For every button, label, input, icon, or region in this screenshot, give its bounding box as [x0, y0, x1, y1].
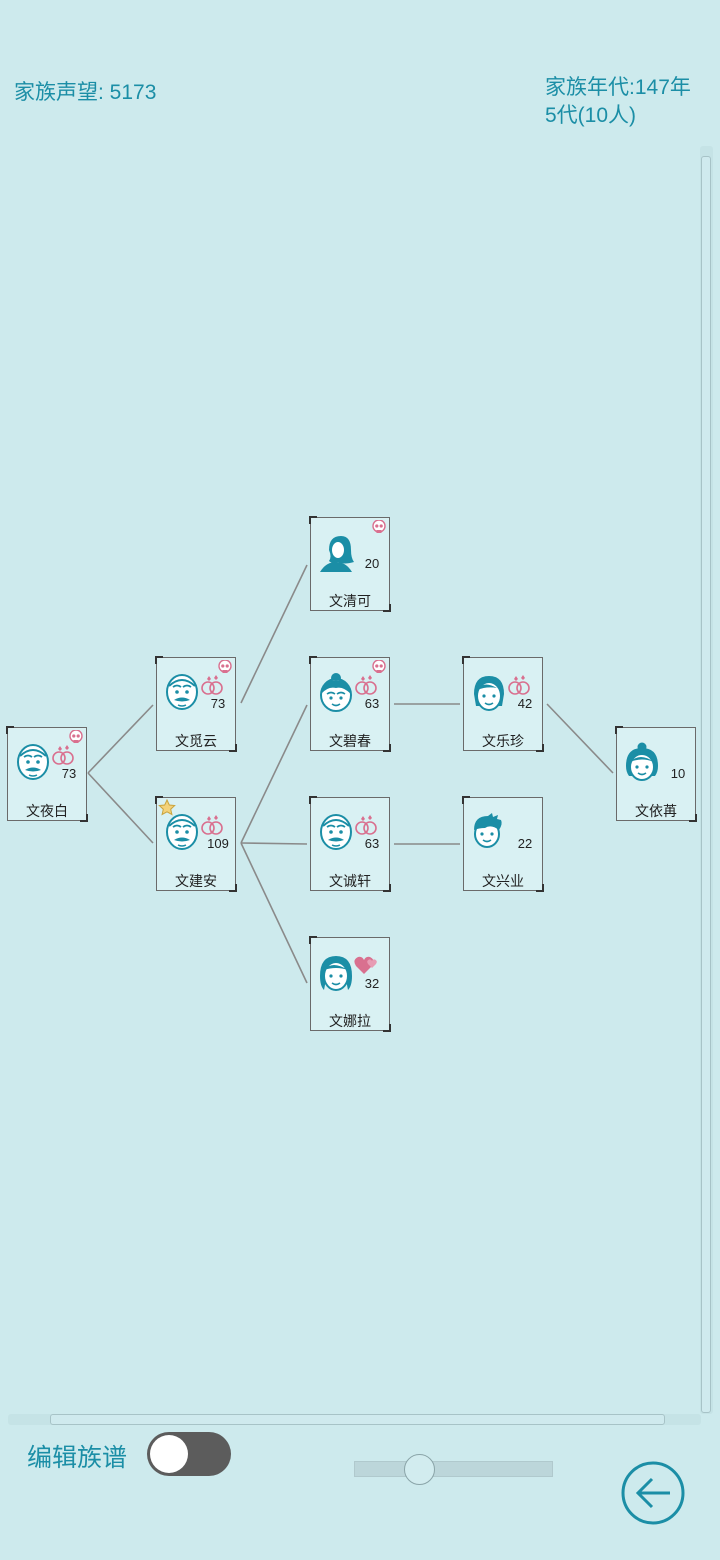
- member-name: 文夜白: [26, 803, 68, 819]
- family-reputation: 家族声望: 5173: [14, 81, 157, 104]
- member-name: 文清可: [329, 593, 371, 609]
- connector-line: [240, 842, 308, 845]
- member-age: 63: [364, 836, 380, 851]
- member-card-m9[interactable]: 22 文兴业: [462, 796, 544, 892]
- member-age: 32: [364, 976, 380, 991]
- wedding-rings-icon: [200, 814, 224, 836]
- skull-icon: [69, 729, 83, 744]
- member-name: 文乐珍: [482, 733, 524, 749]
- member-card-m1[interactable]: 73 文夜白: [6, 726, 88, 822]
- connector-line: [240, 704, 308, 844]
- toggle-knob: [150, 1435, 188, 1473]
- member-age: 42: [517, 696, 533, 711]
- member-name: 文娜拉: [329, 1013, 371, 1029]
- member-card-m7[interactable]: 32 文娜拉: [309, 936, 391, 1032]
- member-card-m2[interactable]: 73 文觅云: [155, 656, 237, 752]
- member-card-m8[interactable]: 42 文乐珍: [462, 656, 544, 752]
- connector-line: [546, 703, 614, 774]
- young-woman-icon: [317, 952, 355, 994]
- member-card-m5[interactable]: 63 文碧春: [309, 656, 391, 752]
- member-name: 文觅云: [175, 733, 217, 749]
- woman-silhouette-icon: [317, 532, 355, 574]
- wedding-rings-icon: [354, 814, 378, 836]
- horizontal-scrollbar-thumb[interactable]: [50, 1414, 665, 1425]
- star-icon: [158, 798, 176, 817]
- hearts-icon: [354, 954, 378, 976]
- member-card-m6[interactable]: 63 文诚轩: [309, 796, 391, 892]
- wedding-rings-icon: [507, 674, 531, 696]
- member-age: 73: [61, 766, 77, 781]
- member-name: 文兴业: [482, 873, 524, 889]
- connector-line: [240, 842, 308, 984]
- wedding-rings-icon: [51, 744, 75, 766]
- family-era: 家族年代:147年 5代(10人): [545, 74, 691, 130]
- member-card-m4[interactable]: 20 文清可: [309, 516, 391, 612]
- member-age: 73: [210, 696, 226, 711]
- old-man-icon: [163, 812, 201, 854]
- old-man-icon: [14, 742, 52, 784]
- member-name: 文依苒: [635, 803, 677, 819]
- skull-icon: [218, 659, 232, 674]
- member-card-m3[interactable]: 109 文建安: [155, 796, 237, 892]
- member-age: 63: [364, 696, 380, 711]
- connector-line: [87, 772, 154, 844]
- skull-icon: [372, 519, 386, 534]
- old-man-icon: [317, 812, 355, 854]
- wedding-rings-icon: [354, 674, 378, 696]
- member-name: 文建安: [175, 873, 217, 889]
- member-name: 文碧春: [329, 733, 371, 749]
- zoom-slider-track[interactable]: [354, 1461, 553, 1477]
- old-woman-icon: [317, 672, 355, 714]
- member-name: 文诚轩: [329, 873, 371, 889]
- member-age: 20: [364, 556, 380, 571]
- edit-family-tree-label: 编辑族谱: [27, 1444, 128, 1472]
- woman-icon: [470, 672, 508, 714]
- girl-icon: [623, 742, 661, 784]
- connector-line: [87, 704, 154, 774]
- boy-icon: [470, 812, 508, 854]
- old-man-icon: [163, 672, 201, 714]
- member-age: 10: [670, 766, 686, 781]
- family-generations: 5代(10人): [545, 104, 637, 127]
- member-card-m10[interactable]: 10 文依苒: [615, 726, 697, 822]
- edit-family-tree-toggle[interactable]: [147, 1432, 231, 1476]
- skull-icon: [372, 659, 386, 674]
- member-age: 22: [517, 836, 533, 851]
- zoom-slider-handle[interactable]: [404, 1454, 435, 1485]
- back-arrow-icon[interactable]: [620, 1460, 686, 1526]
- wedding-rings-icon: [200, 674, 224, 696]
- vertical-scrollbar-thumb[interactable]: [701, 156, 711, 1413]
- family-era-years: 家族年代:147年: [545, 76, 691, 99]
- member-age: 109: [207, 836, 229, 851]
- connector-line: [240, 564, 308, 704]
